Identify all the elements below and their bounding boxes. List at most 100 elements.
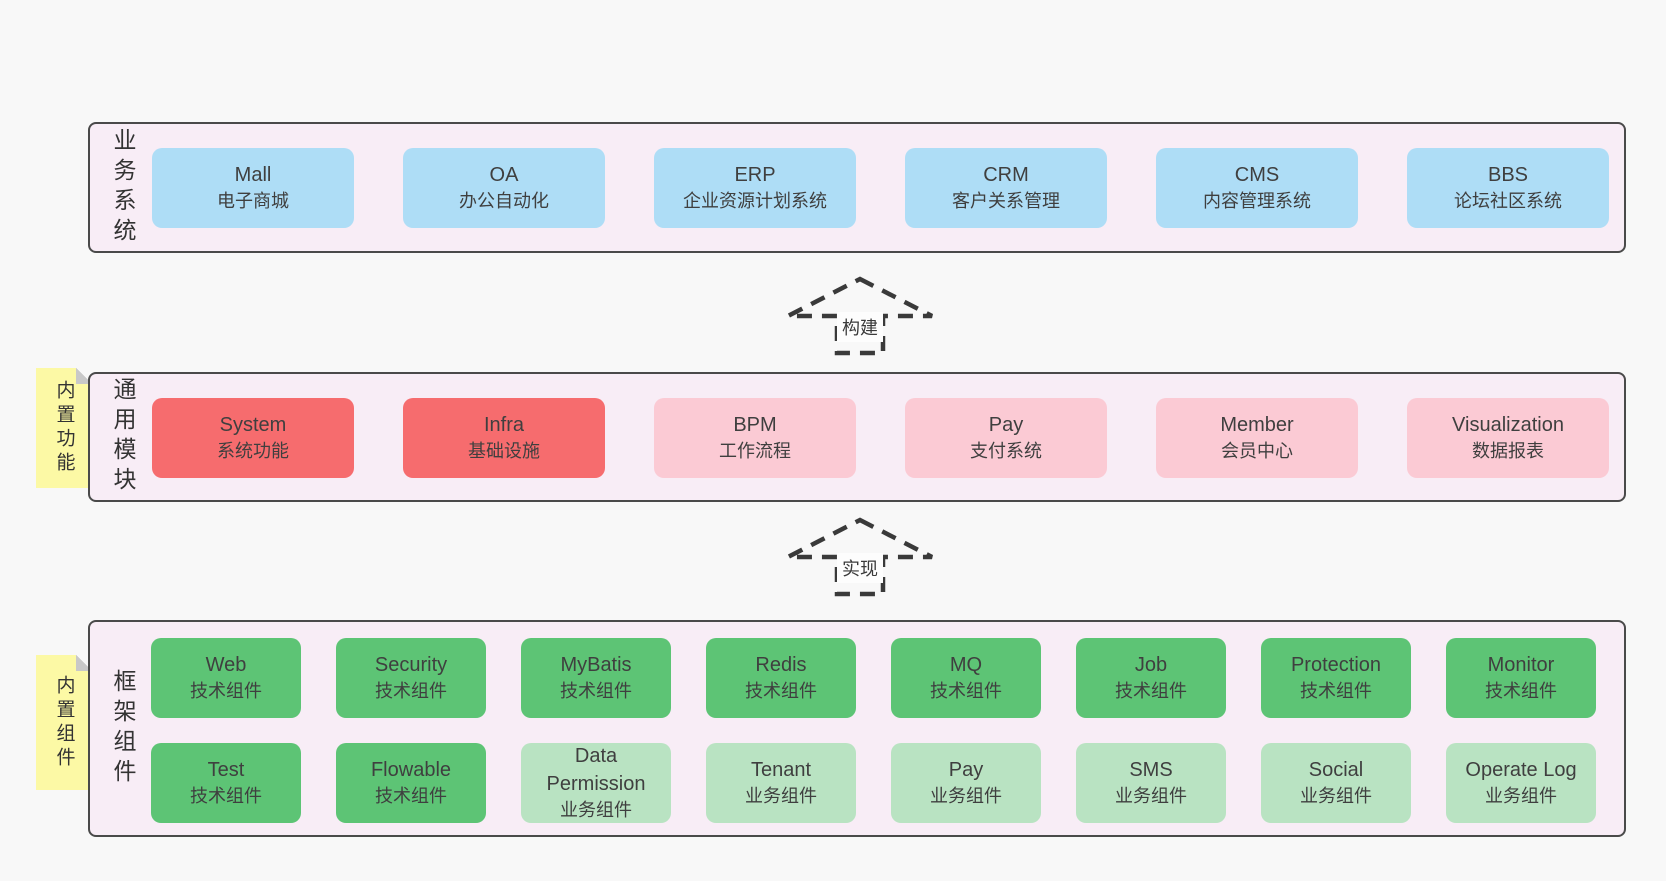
node-redis: Redis 技术组件	[706, 638, 856, 718]
node-title: Infra	[483, 414, 525, 437]
node-mq: MQ 技术组件	[891, 638, 1041, 718]
node-protection: Protection 技术组件	[1261, 638, 1411, 718]
node-subtitle: 技术组件	[930, 681, 1002, 702]
node-subtitle: 工作流程	[719, 441, 791, 462]
node-erp: ERP 企业资源计划系统	[654, 148, 856, 228]
node-subtitle: 技术组件	[1300, 681, 1372, 702]
common-modules-label: 通用模块	[110, 377, 136, 497]
node-social: Social 业务组件	[1261, 743, 1411, 823]
node-subtitle: 业务组件	[1485, 786, 1557, 807]
node-title: Pay	[948, 759, 984, 782]
node-title: CMS	[1234, 164, 1280, 187]
node-subtitle: 业务组件	[560, 800, 632, 821]
node-tenant: Tenant 业务组件	[706, 743, 856, 823]
up-arrow-dashed-icon	[786, 517, 934, 597]
panel-business-systems: 业务系统 Mall 电子商城 OA 办公自动化 ERP 企业资源计划系统 CRM…	[88, 122, 1626, 253]
node-subtitle: 技术组件	[560, 681, 632, 702]
node-mybatis: MyBatis 技术组件	[521, 638, 671, 718]
arrow-implement-label: 实现	[837, 553, 883, 583]
node-title: Security	[374, 654, 448, 677]
node-mall: Mall 电子商城	[152, 148, 354, 228]
node-title: Data Permission	[546, 745, 646, 796]
node-subtitle: 技术组件	[745, 681, 817, 702]
node-title: SMS	[1129, 759, 1173, 782]
node-subtitle: 业务组件	[1300, 786, 1372, 807]
node-infra: Infra 基础设施	[403, 398, 605, 478]
node-subtitle: 会员中心	[1221, 441, 1293, 462]
sticky-text: 内置功能	[53, 380, 75, 476]
node-title: Visualization	[1452, 414, 1564, 437]
node-subtitle: 企业资源计划系统	[683, 191, 827, 212]
node-title: Job	[1134, 654, 1168, 677]
panel-framework-components: 框架组件 Web 技术组件 Security 技术组件 MyBatis 技术组件…	[88, 620, 1626, 837]
node-title: Pay	[988, 414, 1024, 437]
node-title: Protection	[1290, 654, 1382, 677]
node-title: BBS	[1487, 164, 1529, 187]
node-subtitle: 数据报表	[1472, 441, 1544, 462]
business-systems-row: Mall 电子商城 OA 办公自动化 ERP 企业资源计划系统 CRM 客户关系…	[152, 148, 1609, 228]
node-subtitle: 系统功能	[217, 441, 289, 462]
sticky-built-in-components: 内置组件	[36, 655, 92, 790]
node-title: Tenant	[750, 759, 812, 782]
up-arrow-dashed-icon	[786, 276, 934, 356]
node-title: ERP	[734, 164, 776, 187]
node-bpm: BPM 工作流程	[654, 398, 856, 478]
node-pay-module: Pay 支付系统	[905, 398, 1107, 478]
node-title: Mall	[234, 164, 272, 187]
node-flowable: Flowable 技术组件	[336, 743, 486, 823]
node-member: Member 会员中心	[1156, 398, 1358, 478]
node-subtitle: 论坛社区系统	[1454, 191, 1562, 212]
node-sms: SMS 业务组件	[1076, 743, 1226, 823]
node-subtitle: 技术组件	[375, 786, 447, 807]
node-oa: OA 办公自动化	[403, 148, 605, 228]
node-test: Test 技术组件	[151, 743, 301, 823]
node-title: Web	[205, 654, 247, 677]
common-modules-row: System 系统功能 Infra 基础设施 BPM 工作流程 Pay 支付系统…	[152, 398, 1609, 478]
framework-components-label: 框架组件	[110, 668, 136, 789]
panel-common-modules: 通用模块 System 系统功能 Infra 基础设施 BPM 工作流程 Pay…	[88, 372, 1626, 502]
node-monitor: Monitor 技术组件	[1446, 638, 1596, 718]
node-web: Web 技术组件	[151, 638, 301, 718]
node-title: Monitor	[1487, 654, 1555, 677]
node-title: Flowable	[370, 759, 452, 782]
node-subtitle: 内容管理系统	[1203, 191, 1311, 212]
node-title: CRM	[983, 164, 1029, 187]
node-subtitle: 技术组件	[190, 786, 262, 807]
arrow-build: 构建	[785, 276, 935, 356]
node-visualization: Visualization 数据报表	[1407, 398, 1609, 478]
node-subtitle: 支付系统	[970, 441, 1042, 462]
node-data-permission: Data Permission 业务组件	[521, 743, 671, 823]
node-title: Member	[1220, 414, 1294, 437]
framework-components-row-1: Web 技术组件 Security 技术组件 MyBatis 技术组件 Redi…	[151, 638, 1596, 718]
node-job: Job 技术组件	[1076, 638, 1226, 718]
node-title: BPM	[733, 414, 777, 437]
framework-components-row-2: Test 技术组件 Flowable 技术组件 Data Permission …	[151, 743, 1596, 823]
arrow-build-label: 构建	[837, 312, 883, 342]
node-title: MQ	[949, 654, 983, 677]
node-title: Test	[207, 759, 245, 782]
node-title: MyBatis	[560, 654, 632, 677]
business-systems-label: 业务系统	[110, 127, 136, 248]
node-subtitle: 技术组件	[1115, 681, 1187, 702]
node-system: System 系统功能	[152, 398, 354, 478]
node-subtitle: 技术组件	[190, 681, 262, 702]
node-cms: CMS 内容管理系统	[1156, 148, 1358, 228]
node-subtitle: 办公自动化	[459, 191, 549, 212]
node-subtitle: 技术组件	[375, 681, 447, 702]
node-crm: CRM 客户关系管理	[905, 148, 1107, 228]
node-operate-log: Operate Log 业务组件	[1446, 743, 1596, 823]
node-subtitle: 基础设施	[468, 441, 540, 462]
node-bbs: BBS 论坛社区系统	[1407, 148, 1609, 228]
node-pay-component: Pay 业务组件	[891, 743, 1041, 823]
node-subtitle: 电子商城	[217, 191, 289, 212]
sticky-text: 内置组件	[53, 674, 75, 771]
node-security: Security 技术组件	[336, 638, 486, 718]
node-subtitle: 业务组件	[930, 786, 1002, 807]
node-subtitle: 技术组件	[1485, 681, 1557, 702]
node-title: System	[219, 414, 287, 437]
node-subtitle: 业务组件	[1115, 786, 1187, 807]
node-subtitle: 客户关系管理	[952, 191, 1060, 212]
node-title: Redis	[755, 654, 807, 677]
node-title: Operate Log	[1465, 759, 1577, 782]
